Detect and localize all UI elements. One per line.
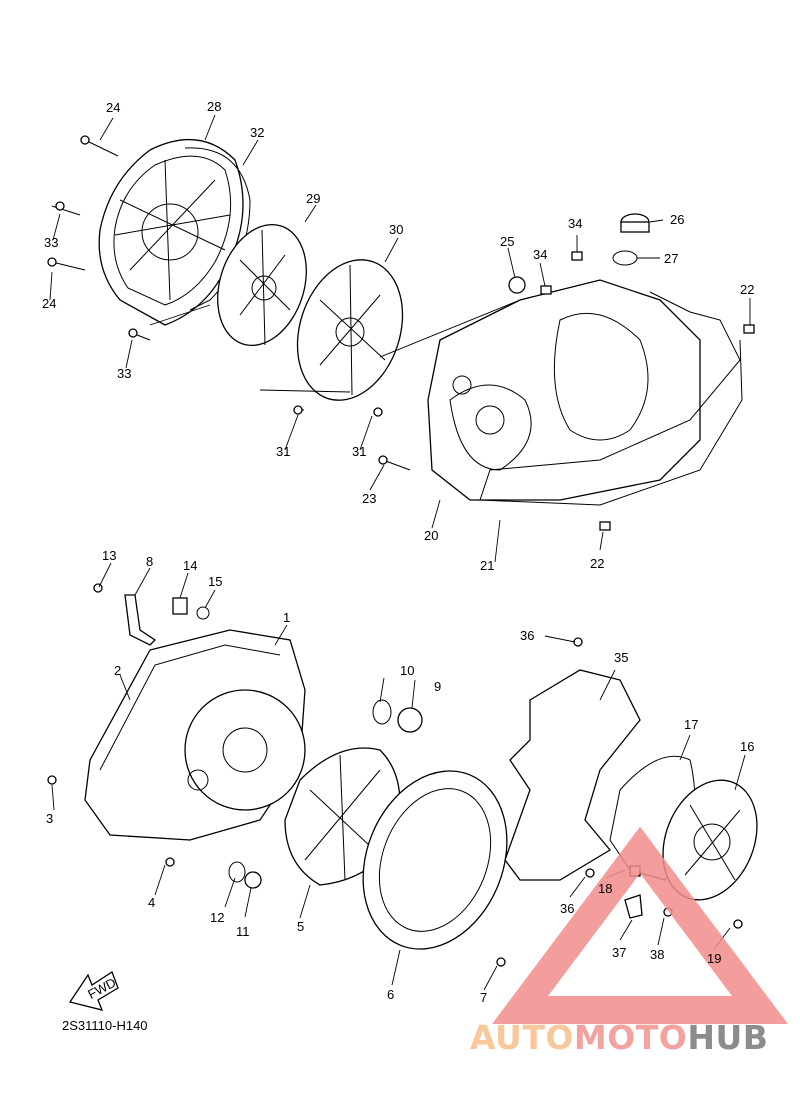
bolts-upper [47,135,411,471]
watermark-auto: AUTO [470,1018,574,1057]
label-4: 4 [148,895,155,910]
label-22a: 22 [740,282,754,297]
label-38: 38 [650,947,664,962]
watermark-logo: AUTOMOTOHUB [470,1018,768,1057]
guard-35 [504,669,641,881]
label-18: 18 [598,881,612,896]
label-11: 11 [236,924,250,939]
label-13: 13 [102,548,116,563]
label-19: 19 [707,951,721,966]
label-29: 29 [306,191,320,206]
leader-lines-upper [49,114,751,563]
o-ring-12 [228,861,246,883]
label-2: 2 [114,663,121,678]
label-3: 3 [46,811,53,826]
part-labels: 1 2 3 4 5 6 7 8 9 10 11 12 13 14 15 16 1… [42,99,754,1005]
o-ring-27 [612,250,638,266]
plate-30 [296,259,404,401]
label-34b: 34 [533,247,547,262]
label-35: 35 [614,650,628,665]
label-30: 30 [389,222,403,237]
label-20: 20 [424,528,438,543]
label-16: 16 [740,739,754,754]
label-25: 25 [500,234,514,249]
plug-11 [244,871,262,889]
label-24b: 24 [42,296,56,311]
label-33a: 33 [44,235,58,250]
label-26: 26 [670,212,684,227]
label-36a: 36 [520,628,534,643]
seal-25 [508,276,526,294]
label-6: 6 [387,987,394,1002]
gasket-21 [479,291,743,506]
dowel-34a [571,251,583,261]
label-14: 14 [183,558,197,573]
dowel-34b [540,285,552,295]
label-28: 28 [207,99,221,114]
diagram-code: 2S31110-H140 [62,1018,148,1033]
label-23: 23 [362,491,376,506]
crankcase-cover-2 [84,629,306,841]
stay-8 [124,594,157,646]
leader-lines-lower [51,562,746,991]
label-15: 15 [208,574,222,589]
plug-9 [397,707,423,733]
label-22b: 22 [590,556,604,571]
label-8: 8 [146,554,153,569]
watermark-hub: HUB [687,1018,769,1057]
watermark-moto: MOTO [573,1018,688,1057]
label-32: 32 [250,125,264,140]
label-5: 5 [297,919,304,934]
label-37: 37 [612,945,626,960]
label-1: 1 [283,610,290,625]
label-7: 7 [480,990,487,1005]
label-17: 17 [684,717,698,732]
label-27: 27 [664,251,678,266]
o-ring-15 [196,606,210,620]
clutch-cover-outer [98,138,244,326]
watermark-triangle-icon [492,826,788,1024]
label-10: 10 [400,663,414,678]
label-24a: 24 [106,100,120,115]
crankcase-cover-20 [427,279,701,501]
dowel-22b [599,521,611,531]
fwd-arrow-icon: FWD [68,971,119,1011]
label-33b: 33 [117,366,131,381]
label-21: 21 [480,558,494,573]
label-9: 9 [434,679,441,694]
oil-cap-26 [620,213,650,233]
label-31b: 31 [352,444,366,459]
label-36b: 36 [560,901,574,916]
label-12: 12 [210,910,224,925]
label-34a: 34 [568,216,582,231]
label-31a: 31 [276,444,290,459]
ring-6 [362,770,508,950]
collar-14 [172,597,188,615]
plate-29 [217,223,307,347]
dowel-22a [743,324,755,334]
o-ring-10 [372,699,392,725]
